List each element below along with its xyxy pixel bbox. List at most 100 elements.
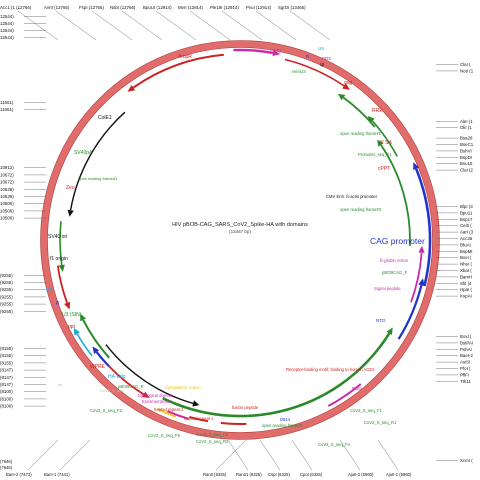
site-right: Bsu15 — [460, 161, 473, 166]
site-left: (8155) — [0, 353, 13, 358]
label-seq-r2: CoV2_S_seq_R2 — [196, 439, 229, 444]
site-bottom: CpoI (6325) — [300, 472, 323, 477]
site-right: Tth11 — [460, 379, 471, 384]
site-right: Bsp17 — [460, 217, 473, 222]
site-top: AvrII (12766) — [44, 5, 70, 10]
site-left: (8147) — [0, 382, 13, 387]
site-right: PshAI — [460, 347, 472, 352]
label-remu3: remU3 — [292, 69, 306, 74]
zeo-arc — [56, 265, 68, 304]
heptad2-arc — [189, 415, 209, 423]
feature-labels: AmpR ColE1 SV40pA Zeo open reading frame… — [46, 46, 425, 447]
wpre-arc — [108, 365, 145, 396]
site-left: 12544) — [0, 35, 14, 40]
site-leader-line — [91, 10, 133, 41]
site-right: BstPAI — [460, 340, 473, 345]
site-left: (9255) — [0, 302, 13, 307]
label-cytoplasmic: Cytoplasmic region — [165, 385, 201, 390]
label-gag: gag — [344, 80, 353, 86]
site-left: (8147) — [0, 375, 13, 380]
r-arc — [95, 351, 110, 368]
site-left: 12544) — [0, 21, 14, 26]
site-right: AarI (3 — [460, 230, 474, 235]
site-left: 12544) — [0, 28, 14, 33]
restriction-sites-left: 12544)12544)12544)12544)11651)11651)1091… — [0, 14, 14, 409]
label-seq-f1: CoV2_S_seq_F1 — [350, 408, 383, 413]
ampr-arc — [132, 53, 224, 89]
site-bottom: (7646) — [0, 465, 13, 470]
site-right: ClaI (2 — [460, 168, 473, 173]
cmvenh-arc — [380, 144, 411, 246]
site-leader-line — [121, 10, 163, 41]
site-top: MvrI (12914) — [178, 5, 203, 10]
gag-arc — [284, 58, 345, 87]
site-left: (9255) — [0, 309, 13, 314]
cag-arc-arrowhead — [413, 162, 420, 170]
label-signal-peptide: Signal peptide — [374, 286, 401, 291]
map-title: HIV pBOB-CAG_SARS_CoV2_Spike-HA with dom… — [172, 222, 308, 228]
site-left: (9255) — [0, 287, 13, 292]
site-leader-line — [59, 439, 91, 471]
restriction-sites-bottom: (7646) (7646) BanI-2 (7473) BanI-1 (7441… — [0, 459, 412, 477]
site-left: (8155) — [0, 346, 13, 351]
site-right: SfiI (4 — [460, 281, 472, 286]
site-right: BseC1 — [460, 142, 474, 147]
label-rbm: Receptor-binding motif; binding to human… — [286, 367, 375, 372]
site-left: (9255) — [0, 280, 13, 285]
restriction-sites-top: Acc1 (1 (12766) AvrII (12766) FspI (1276… — [0, 5, 306, 10]
site-leader-line — [227, 439, 249, 471]
plasmid-backbone-ring — [40, 40, 440, 440]
f1ori-arc-arrowhead — [192, 400, 200, 407]
label-ntd: NTD — [376, 318, 386, 323]
site-bottom: RanII (6325) — [203, 472, 227, 477]
site-right: BshVI — [460, 148, 472, 153]
label-f1ori: f1 origin — [50, 256, 68, 262]
cole1-arc-arrowhead — [67, 209, 74, 217]
site-top: FspI (12766) — [79, 5, 104, 10]
site-right: BlpI (3 — [460, 204, 473, 209]
restriction-site-lines — [17, 10, 458, 471]
site-right: BfuAI — [460, 242, 471, 247]
site-bottom: BanI-1 (7441) — [44, 472, 70, 477]
site-right: NheI ( — [460, 262, 472, 267]
cmv-arc — [233, 48, 274, 55]
site-right: AleI (1 — [460, 119, 473, 124]
site-left: 11651) — [0, 100, 14, 105]
label-promoter-seq: Promoter_seq_F1 — [358, 152, 392, 157]
site-right: KspAI — [460, 294, 472, 299]
label-3sa: 3' SA — [380, 140, 392, 146]
label-ppt: ppt — [68, 324, 76, 330]
promoter-arc — [371, 120, 398, 157]
primer-site-marker — [263, 413, 266, 416]
f1ori-arc — [105, 344, 194, 405]
site-leader-line — [155, 10, 197, 41]
wpre-arc-arrowhead — [141, 391, 150, 398]
label-heptad1: heptad repeat 1 — [184, 416, 214, 421]
site-left: (8100) — [0, 389, 13, 394]
ntd-arc-arrowhead — [418, 278, 425, 286]
cole1-arc — [69, 111, 126, 211]
site-leader-line — [189, 10, 231, 41]
site-left: (8155) — [0, 360, 13, 365]
label-u3sin: U3 (SIN) — [62, 312, 82, 318]
site-bottom: AjuII-2 (5960) — [348, 472, 374, 477]
site-left: 10506) — [0, 216, 14, 221]
ampr-arc-arrowhead — [127, 85, 136, 92]
label-pbs: PBS — [322, 56, 331, 61]
r-arc-arrowhead — [92, 346, 100, 354]
ntd-arc — [397, 284, 423, 340]
site-right: NotI (1 — [460, 68, 474, 73]
label-faded-seq: CoV2_S_seq — [100, 388, 124, 393]
site-left: 12544) — [0, 14, 14, 19]
label-d614: D614 — [280, 417, 291, 422]
label-orf-rre: open reading frame#1 — [340, 131, 382, 136]
site-left: 10672) — [0, 180, 14, 185]
bglobin-arc — [410, 252, 423, 303]
site-leader-line — [221, 10, 263, 41]
site-top: BpuUI (12914) — [143, 5, 172, 10]
site-left: 10506) — [0, 208, 14, 213]
label-sv40pa: SV40pA — [74, 150, 93, 156]
label-orf-zeo: open reading frame#3 — [78, 176, 118, 181]
primer-site-marker — [361, 365, 364, 368]
